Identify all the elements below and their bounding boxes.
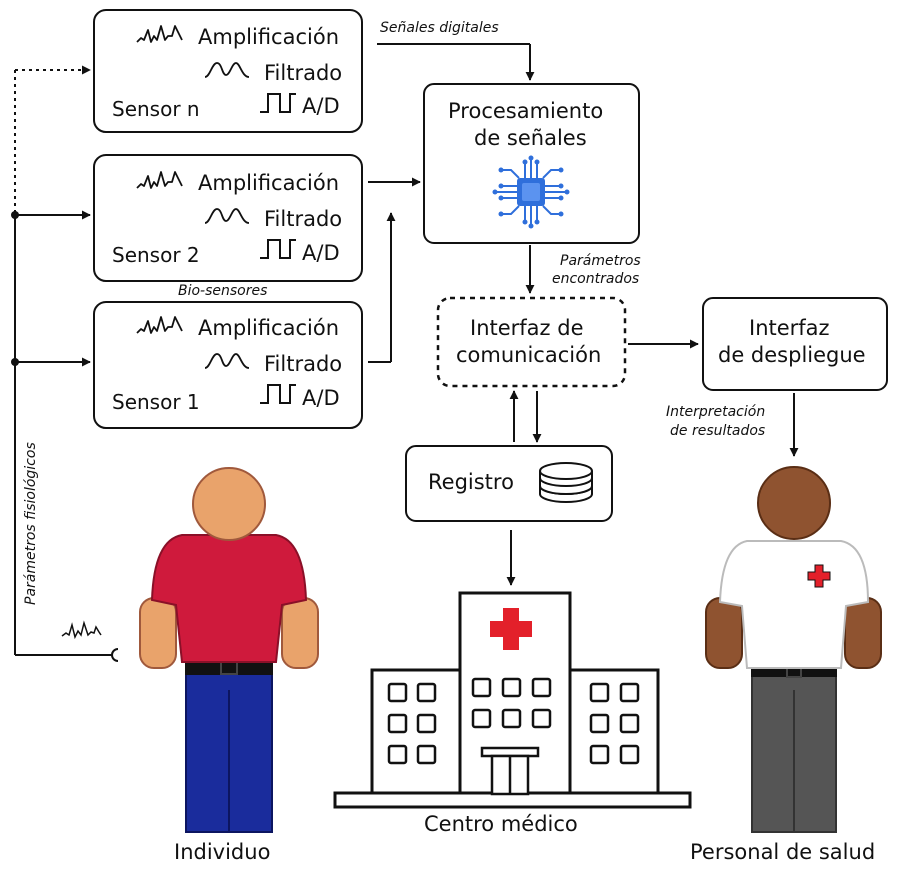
- processing-title-2: de señales: [474, 126, 587, 150]
- sensor-n-amplification: Amplificación: [198, 25, 340, 49]
- physio-params-label: Parámetros fisiológicos: [23, 442, 39, 605]
- interpretation-label-1: Interpretación: [666, 404, 766, 420]
- found-params-label-2: encontrados: [552, 271, 640, 287]
- sensor-1-box: [93, 301, 363, 429]
- sensor-2-filtering: Filtrado: [264, 207, 343, 231]
- sensor-n-filtering: Filtrado: [264, 61, 343, 85]
- comm-title-1: Interfaz de: [470, 316, 584, 340]
- sensor-2-ad: A/D: [302, 241, 340, 265]
- display-title-1: Interfaz: [749, 316, 830, 340]
- health-staff-figure: [705, 466, 882, 833]
- individual-caption: Individuo: [174, 840, 271, 864]
- individual-figure: [139, 467, 319, 833]
- medical-cross-icon: [490, 608, 532, 650]
- sensor-n-ad: A/D: [302, 94, 340, 118]
- medical-cross-icon: [807, 564, 831, 588]
- interpretation-label-2: de resultados: [670, 423, 766, 439]
- processing-block: [423, 83, 640, 244]
- sensor-2-name: Sensor 2: [112, 243, 200, 267]
- waveform-icon: [61, 620, 102, 640]
- processing-title-1: Procesamiento: [448, 99, 604, 123]
- found-params-label-1: Parámetros: [560, 253, 641, 269]
- registry-block: [405, 445, 613, 522]
- display-title-2: de despliegue: [718, 343, 866, 367]
- comm-title-2: comunicación: [456, 343, 602, 367]
- sensor-2-box: [93, 154, 363, 282]
- registry-title: Registro: [428, 470, 514, 494]
- sensor-1-amplification: Amplificación: [198, 316, 340, 340]
- hospital-icon: [333, 591, 692, 809]
- sensor-1-ad: A/D: [302, 386, 340, 410]
- database-icon: [539, 462, 593, 503]
- medical-center-caption: Centro médico: [424, 812, 578, 836]
- digital-signals-label: Señales digitales: [380, 20, 499, 36]
- sensor-1-name: Sensor 1: [112, 390, 200, 414]
- sensor-2-amplification: Amplificación: [198, 171, 340, 195]
- display-block: [702, 297, 888, 391]
- communication-block: [436, 296, 627, 388]
- biosensors-label: Bio-sensores: [178, 283, 268, 299]
- chip-icon: [492, 155, 570, 229]
- sensor-1-filtering: Filtrado: [264, 352, 343, 376]
- sensor-n-box: [93, 9, 363, 133]
- sensor-n-name: Sensor n: [112, 97, 200, 121]
- physio-signal-line: [11, 65, 119, 662]
- health-staff-caption: Personal de salud: [690, 840, 876, 864]
